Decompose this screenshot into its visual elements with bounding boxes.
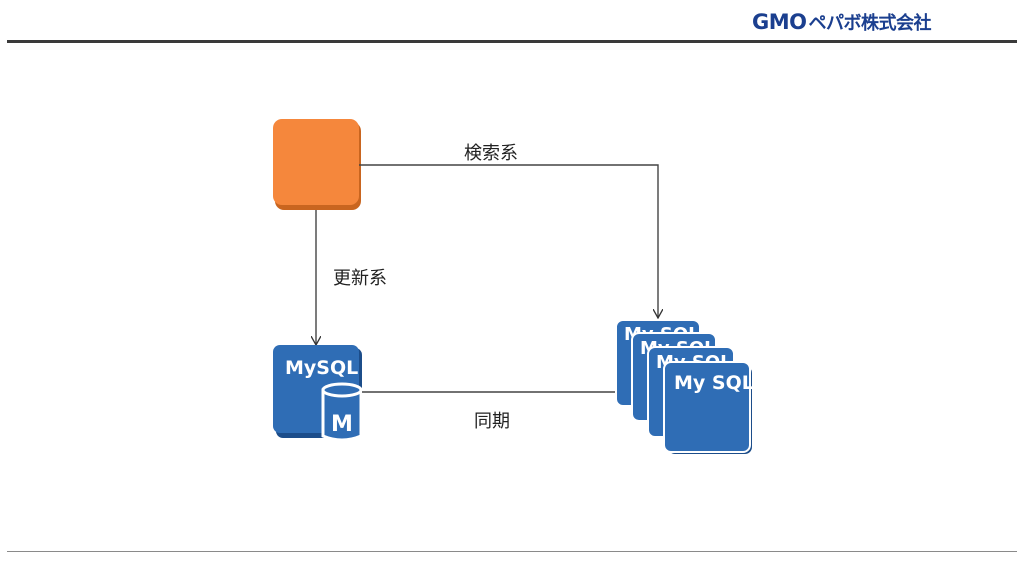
application-node	[273, 119, 361, 210]
mysql-replica-title: My SQL	[674, 372, 754, 394]
search-edge	[359, 164, 658, 318]
mysql-replica-4: My SQL	[663, 361, 754, 454]
footer-divider	[7, 551, 1017, 552]
mysql-master-title: MySQL	[285, 357, 358, 379]
logo-company: ペパボ株式会社	[808, 13, 932, 34]
database-cylinder-icon	[321, 382, 363, 442]
application-box-icon	[273, 119, 359, 205]
mysql-master-badge: M	[331, 412, 353, 437]
mysql-master-node: MySQL M	[273, 345, 363, 442]
search-edge-label: 検索系	[464, 143, 518, 164]
sync-edge-label: 同期	[474, 411, 510, 432]
mysql-replica-stack: My SQL My SQL My SQL My SQL	[615, 319, 754, 454]
update-edge-label: 更新系	[333, 268, 387, 289]
header-divider	[7, 40, 1017, 43]
company-logo: GMO ペパボ株式会社	[752, 8, 931, 36]
logo-brand: GMO	[752, 10, 807, 34]
